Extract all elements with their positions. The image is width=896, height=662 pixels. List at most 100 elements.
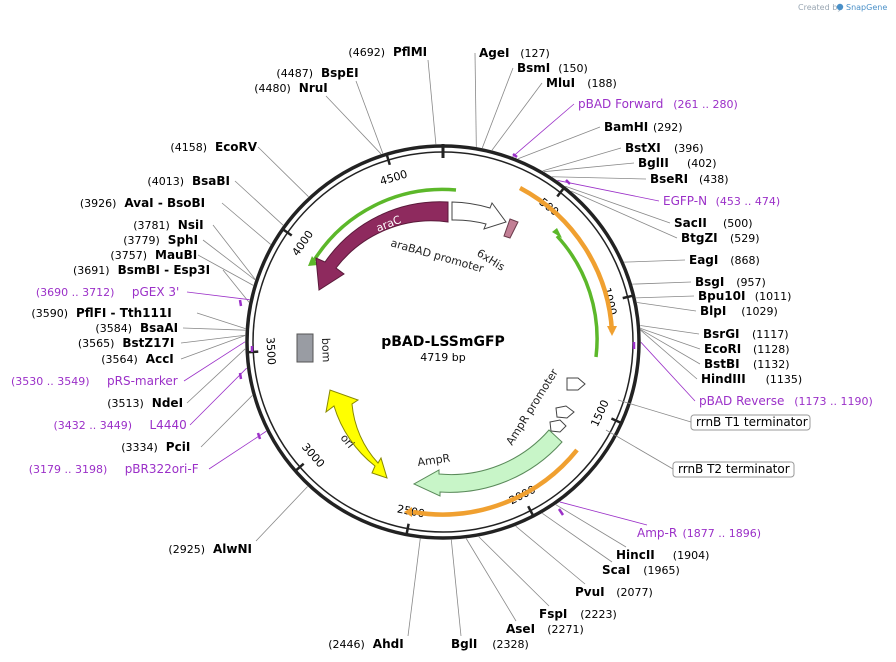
rrnb-t2-leader: [605, 429, 674, 470]
enzyme-label-maubi[interactable]: (3757)MauBI: [110, 248, 197, 262]
enzyme-label-bsrgi[interactable]: BsrGI(1117): [703, 327, 789, 341]
primer-label-pgex-3-[interactable]: (3690 .. 3712)pGEX 3': [36, 285, 179, 299]
enzyme-label-bpu10i[interactable]: Bpu10I(1011): [698, 289, 791, 303]
orange-feature-bottom-arrowhead: [404, 507, 412, 517]
enzyme-label-bsmbi-esp3i[interactable]: (3691)BsmBI - Esp3I: [73, 263, 210, 277]
tick-3000: [293, 462, 305, 473]
enzyme-label-bsgi[interactable]: BsgI(957): [695, 275, 766, 289]
enzyme-label-blpi[interactable]: BlpI(1029): [700, 304, 778, 318]
his-tag-feature[interactable]: [503, 218, 519, 239]
AmpR-label: AmpR: [417, 451, 452, 468]
site-position: (127): [520, 47, 550, 60]
green-feature-right[interactable]: [555, 234, 599, 358]
enzyme-label-bstz17i[interactable]: (3565)BstZ17I: [78, 336, 174, 350]
site-position: (957): [736, 276, 766, 289]
AmpR-promoter-feature[interactable]: [566, 377, 586, 391]
site-name: BsrGI: [703, 327, 740, 341]
leader-line: [640, 329, 698, 380]
leader-line: [543, 162, 635, 173]
leader-line: [565, 185, 671, 224]
primer-label-pbad-forward[interactable]: pBAD Forward(261 .. 280): [578, 97, 738, 111]
enzyme-label-agei[interactable]: AgeI(127): [479, 46, 550, 60]
enzyme-label-pflmi[interactable]: (4692)PflMI: [348, 45, 427, 59]
araC-feature[interactable]: [315, 201, 449, 291]
enzyme-label-hindiii[interactable]: HindIII(1135): [701, 372, 802, 386]
enzyme-label-sphi[interactable]: (3779)SphI: [123, 233, 198, 247]
site-name: BspEI: [321, 66, 359, 80]
orange-feature-top[interactable]: [518, 186, 615, 333]
enzyme-label-bsabi[interactable]: (4013) BsaBI: [147, 174, 230, 188]
enzyme-label-nrui[interactable]: (4480)NruI: [254, 81, 328, 95]
primer-label-egfp-n[interactable]: EGFP-N(453 .. 474): [663, 194, 780, 208]
leader-line: [255, 486, 308, 542]
enzyme-label-bamhi[interactable]: BamHI(292): [604, 120, 683, 134]
enzyme-label-asei[interactable]: AseI(2271): [506, 622, 584, 636]
enzyme-label-acci[interactable]: (3564)AccI: [101, 352, 174, 366]
green-feature-top[interactable]: [311, 187, 457, 263]
bom-feature[interactable]: [296, 333, 314, 363]
leader-lines: [180, 52, 701, 637]
enzyme-label-bstbi[interactable]: BstBI(1132): [704, 357, 790, 371]
site-name: EcoRV: [215, 140, 258, 154]
rrnb-t1-box[interactable]: [690, 414, 811, 431]
enzyme-label-pvui[interactable]: PvuI(2077): [575, 585, 653, 599]
enzyme-label-sacii[interactable]: SacII(500): [674, 216, 753, 230]
primer-label-amp-r[interactable]: Amp-R(1877 .. 1896): [637, 526, 761, 540]
primer-label-l4440[interactable]: (3432 .. 3449)L4440: [54, 418, 187, 432]
primer-label-pbr322ori-f[interactable]: (3179 .. 3198)pBR322ori-F: [29, 462, 199, 476]
primer-site-pbad-forward: [512, 153, 518, 158]
enzyme-label-pflfi-tth111i[interactable]: (3590)PflFI - Tth111I: [31, 306, 171, 320]
enzyme-label-ahdi[interactable]: (2446)AhdI: [328, 637, 403, 651]
site-name: HincII: [616, 548, 655, 562]
enzyme-label-bstxi[interactable]: BstXI(396): [625, 141, 704, 155]
site-position: (1128): [753, 343, 790, 356]
leader-line: [180, 334, 246, 344]
enzyme-label-bsmi[interactable]: BsmI(150): [517, 61, 588, 75]
site-position: (2446): [328, 638, 365, 651]
orange-feature-bottom[interactable]: [412, 448, 579, 517]
enzyme-label-pcii[interactable]: (3334)PciI: [121, 440, 190, 454]
enzyme-label-bsaai[interactable]: (3584)BsaAI: [95, 321, 178, 335]
site-position: (4013): [147, 175, 184, 188]
rrnb-t1-label: rrnB T1 terminator: [696, 415, 808, 429]
site-position: (396): [674, 142, 704, 155]
site-position: (2077): [616, 586, 653, 599]
enzyme-label-alwni[interactable]: (2925)AlwNI: [168, 542, 252, 556]
enzyme-label-bseri[interactable]: BseRI(438): [650, 172, 729, 186]
ori-feature[interactable]: [325, 389, 388, 479]
enzyme-label-hincii[interactable]: HincII(1904): [616, 548, 709, 562]
enzyme-label-ecorv[interactable]: (4158)EcoRV: [170, 140, 257, 154]
site-name: AlwNI: [213, 542, 252, 556]
primer-label-pbad-reverse[interactable]: pBAD Reverse(1173 .. 1190): [699, 394, 873, 408]
AmpR-feature[interactable]: [412, 429, 563, 497]
site-name: NsiI: [178, 218, 204, 232]
enzyme-label-bglii[interactable]: BglII(402): [638, 156, 717, 170]
site-position: (292): [653, 121, 683, 134]
AmpR-promoter-arrow-3: [549, 419, 567, 433]
enzyme-label-btgzi[interactable]: BtgZI(529): [681, 231, 760, 245]
enzyme-label-bspei[interactable]: (4487)BspEI: [276, 66, 358, 80]
leader-line: [407, 538, 421, 637]
enzyme-label-bgli[interactable]: BglI(2328): [451, 637, 529, 651]
left-site-labels: (4692)PflMI (4487)BspEI(4480)NruI (4158)Ec…: [11, 45, 427, 651]
enzyme-label-eagi[interactable]: EagI(868): [689, 253, 760, 267]
enzyme-label-avai-bsobi[interactable]: (3926)AvaI - BsoBI: [80, 196, 205, 210]
site-name: BsaBI: [192, 174, 230, 188]
site-name: MauBI: [155, 248, 197, 262]
rrnb-t2-box[interactable]: [672, 461, 795, 478]
araBAD-promoter-feature[interactable]: [451, 201, 507, 230]
site-name: HindIII: [701, 372, 746, 386]
site-position: (3779): [123, 234, 160, 247]
site-name: BlpI: [700, 304, 726, 318]
enzyme-label-ndei[interactable]: (3513)NdeI: [107, 396, 183, 410]
leader-line: [183, 341, 246, 382]
primer-label-prs-marker[interactable]: (3530 .. 3549)pRS-marker: [11, 374, 178, 388]
enzyme-label-nsii[interactable]: (3781)NsiI: [133, 218, 203, 232]
enzyme-label-mlui[interactable]: MluI(188): [546, 76, 617, 90]
leader-line: [355, 80, 384, 154]
enzyme-label-fspi[interactable]: FspI(2223): [539, 607, 617, 621]
enzyme-label-ecori[interactable]: EcoRI(1128): [704, 342, 790, 356]
enzyme-label-scai[interactable]: ScaI(1965): [602, 563, 680, 577]
rrnb-t2-label: rrnB T2 terminator: [678, 462, 790, 476]
site-name: BsmI: [517, 61, 550, 75]
